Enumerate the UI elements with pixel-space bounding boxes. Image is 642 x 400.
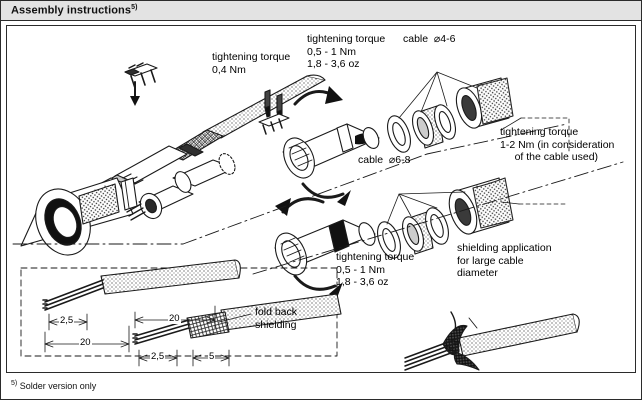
sleeve-part (172, 153, 236, 193)
main-housing-upper (282, 86, 380, 206)
label-torque-solder: tightening torque 0,4 Nm (212, 51, 291, 76)
label-cable-large: cable ⌀6-8 (358, 154, 411, 166)
assembly-illustration (12, 62, 624, 371)
label-torque-cable-gland: tightening torque 1-2 Nm (in considerati… (500, 126, 615, 163)
diagram-canvas: tightening torque 0,4 Nm tightening torq… (6, 25, 636, 373)
contact-pins-group (258, 89, 290, 135)
page-title-text: Assembly instructions (11, 4, 132, 17)
page-header: Assembly instructions5) (1, 1, 641, 21)
dimension-cable-a-inner: 2,5 (59, 315, 75, 326)
footnote-marker: 5) (11, 380, 18, 387)
label-torque-upper-nut: tightening torque 0,5 - 1 Nm 1,8 - 3,6 o… (307, 33, 386, 70)
coupling-nut-left (20, 177, 138, 256)
gland-parts-large (377, 177, 514, 259)
dimension-cable-a-outer: 20 (79, 337, 92, 348)
solder-clip-part (124, 62, 158, 89)
label-fold-back-shielding: fold back shielding (255, 306, 298, 331)
label-cable-small: cable ⌀4-6 (403, 33, 456, 45)
cable-a (42, 259, 241, 353)
gland-parts-small (387, 71, 514, 153)
shielding-illustration (404, 311, 580, 371)
page-title: Assembly instructions5) (11, 4, 138, 17)
page-title-footnote-marker: 5) (131, 4, 138, 11)
main-housing-lower (274, 197, 376, 298)
label-shielding-application: shielding application for large cable di… (457, 242, 552, 279)
page-footnote: 5) Solder version only (11, 380, 96, 391)
dimension-cable-b-outer: 20 (168, 313, 181, 324)
dimension-cable-b-shield: 5 (208, 351, 216, 362)
label-torque-lower-nut: tightening torque 0,5 - 1 Nm 1,8 - 3,6 o… (336, 251, 415, 288)
footnote-text: Solder version only (19, 381, 97, 391)
dimension-cable-b-inner: 2,5 (150, 351, 166, 362)
